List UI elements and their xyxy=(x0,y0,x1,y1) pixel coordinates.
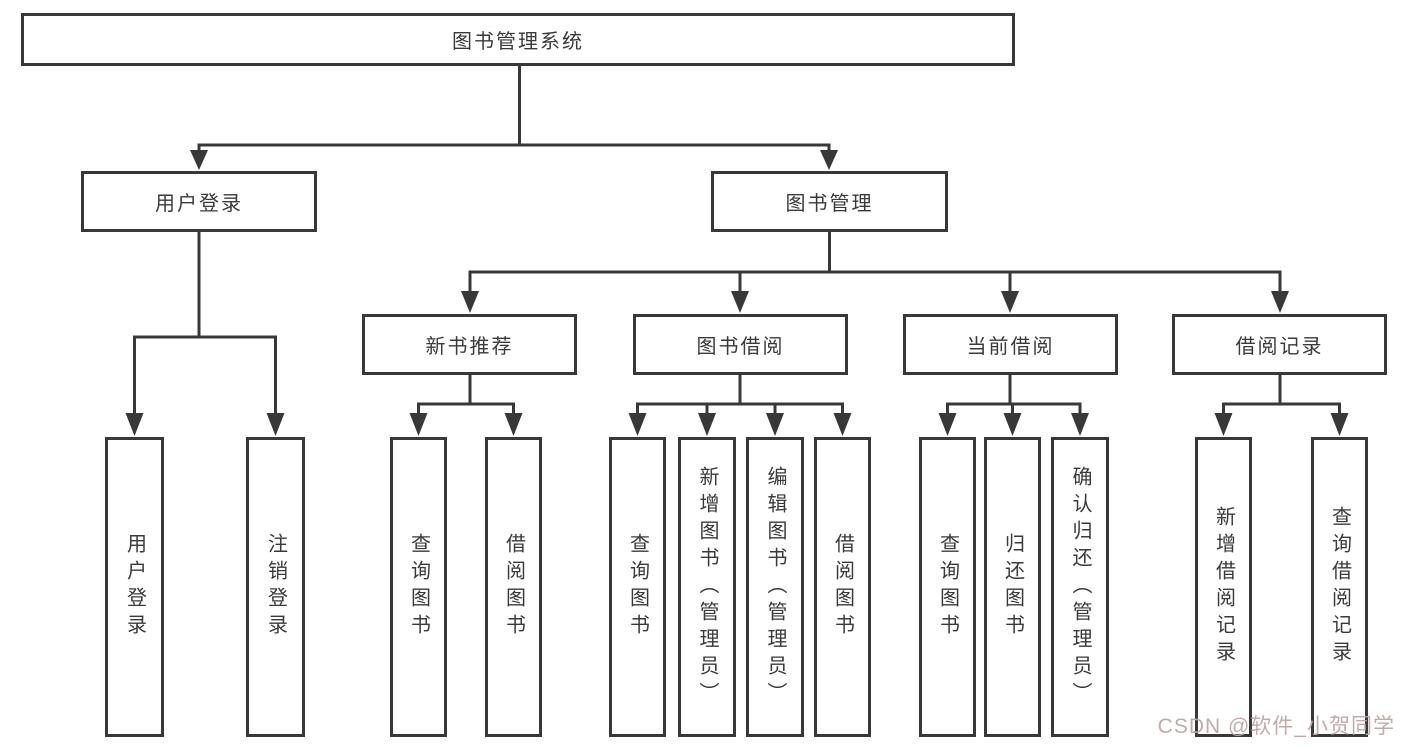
node-label: 确认归还（管理员） xyxy=(1069,465,1091,709)
leaf-borrow-books: 借阅图书 xyxy=(814,437,871,737)
node-label: 新书推荐 xyxy=(425,336,514,358)
node-label: 借阅图书 xyxy=(502,533,525,641)
node-label: 查询借阅记录 xyxy=(1328,506,1351,668)
node-label: 注销登录 xyxy=(264,533,287,641)
node-book-management: 图书管理 xyxy=(711,171,948,232)
node-label: 图书管理系统 xyxy=(452,31,584,53)
leaf-logout: 注销登录 xyxy=(246,437,305,737)
csdn-watermark: CSDN @软件_小贺同学 xyxy=(1157,715,1395,738)
node-label: 查询图书 xyxy=(936,533,959,641)
node-user-login: 用户登录 xyxy=(81,171,317,232)
node-label: 图书管理 xyxy=(785,193,874,215)
leaf-query-books-recommend: 查询图书 xyxy=(390,437,447,737)
connector-paths xyxy=(133,66,1341,414)
node-label: 用户登录 xyxy=(123,533,146,641)
node-label: 借阅图书 xyxy=(831,533,854,641)
arrowheads xyxy=(125,150,1349,436)
node-label: 图书借阅 xyxy=(696,336,785,358)
leaf-add-borrow-record: 新增借阅记录 xyxy=(1195,437,1252,737)
leaf-query-borrow-record: 查询借阅记录 xyxy=(1311,437,1368,737)
leaf-query-books-current: 查询图书 xyxy=(919,437,976,737)
node-library-management-system: 图书管理系统 xyxy=(21,13,1015,66)
node-label: 当前借阅 xyxy=(966,336,1055,358)
node-label: 归还图书 xyxy=(1001,533,1024,641)
node-label: 借阅记录 xyxy=(1235,336,1324,358)
node-label: 查询图书 xyxy=(407,533,430,641)
leaf-query-books-borrow: 查询图书 xyxy=(609,437,666,737)
leaf-confirm-return-admin: 确认归还（管理员） xyxy=(1051,437,1109,737)
leaf-edit-books-admin: 编辑图书（管理员） xyxy=(746,437,804,737)
node-label: 新增借阅记录 xyxy=(1212,506,1235,668)
leaf-user-login: 用户登录 xyxy=(105,437,164,737)
node-label: 编辑图书（管理员） xyxy=(764,465,786,709)
leaf-return-books: 归还图书 xyxy=(984,437,1041,737)
node-book-borrowing: 图书借阅 xyxy=(633,314,848,375)
node-new-book-recommendation: 新书推荐 xyxy=(362,314,577,375)
node-label: 查询图书 xyxy=(626,533,649,641)
node-current-borrowing: 当前借阅 xyxy=(903,314,1118,375)
node-borrowing-records: 借阅记录 xyxy=(1172,314,1387,375)
leaf-add-books-admin: 新增图书（管理员） xyxy=(678,437,736,737)
leaf-borrow-books-recommend: 借阅图书 xyxy=(485,437,542,737)
node-label: 用户登录 xyxy=(155,193,243,215)
node-label: 新增图书（管理员） xyxy=(696,465,718,709)
